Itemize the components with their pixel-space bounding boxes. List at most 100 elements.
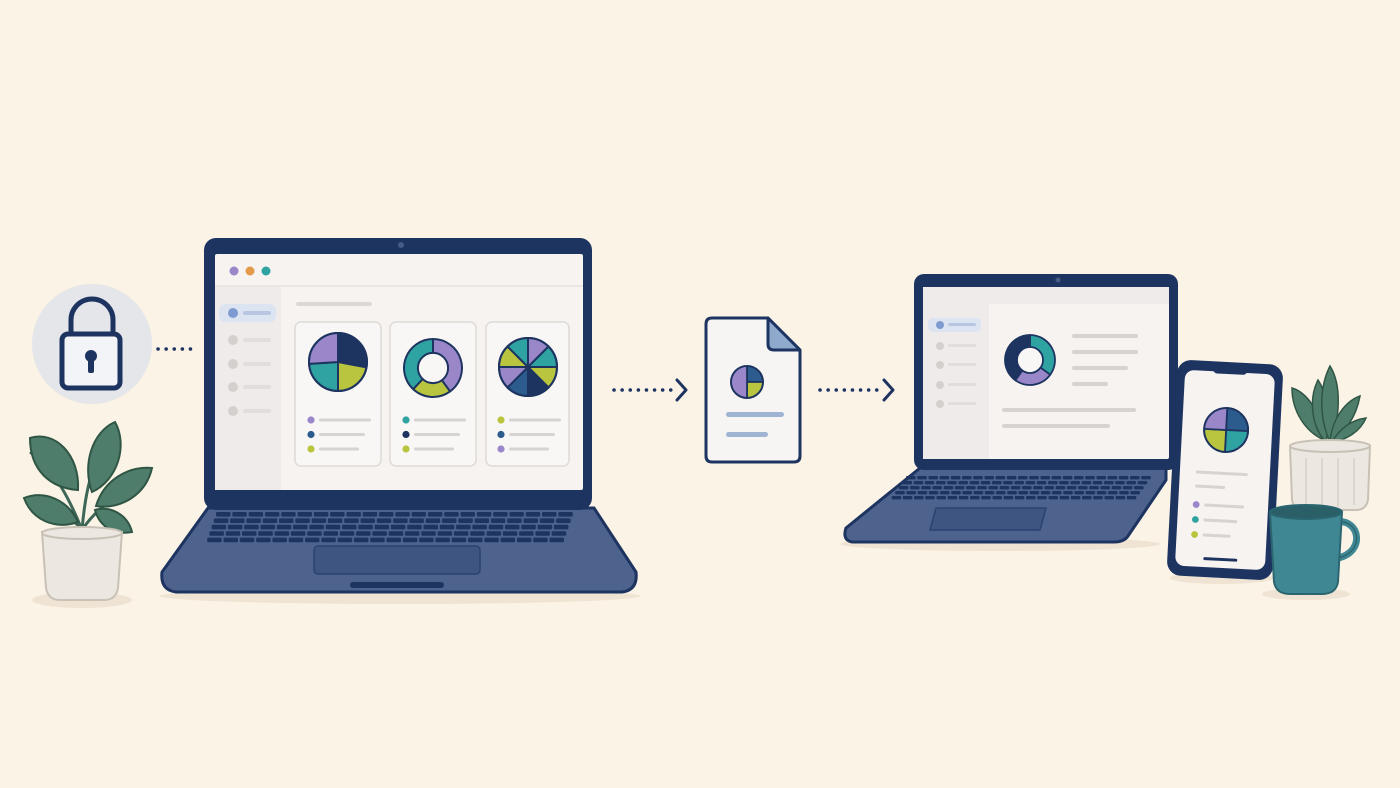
key <box>507 518 522 523</box>
key <box>330 512 345 517</box>
key <box>305 537 320 543</box>
key <box>1126 496 1137 500</box>
key <box>1074 476 1084 480</box>
key <box>551 531 567 536</box>
key <box>390 524 406 530</box>
key <box>950 476 961 480</box>
key <box>423 524 438 530</box>
donut-hole <box>1016 346 1044 374</box>
key <box>914 496 924 500</box>
key <box>1010 486 1021 490</box>
legend-dot <box>307 430 315 439</box>
trackpad <box>313 545 481 575</box>
key <box>1026 496 1036 500</box>
legend-label-placeholder <box>509 433 555 436</box>
sidebar-item[interactable] <box>936 400 976 408</box>
key <box>973 491 984 495</box>
key <box>327 518 343 523</box>
legend-label-placeholder <box>414 433 460 436</box>
key <box>409 518 424 523</box>
key <box>370 537 385 543</box>
key <box>891 496 902 500</box>
key <box>1082 496 1092 500</box>
potted-plant-icon <box>22 420 154 608</box>
key <box>947 481 957 485</box>
key <box>1022 486 1032 490</box>
key <box>947 496 958 500</box>
key <box>356 531 371 536</box>
chart-outline <box>308 332 368 392</box>
sidebar-item[interactable] <box>936 381 976 389</box>
key <box>1118 476 1129 480</box>
key <box>505 524 520 530</box>
key <box>958 496 969 500</box>
key <box>468 537 483 543</box>
key <box>1018 491 1028 495</box>
key <box>1119 491 1129 495</box>
key <box>1066 486 1077 490</box>
key <box>917 476 927 480</box>
legend-label-placeholder <box>319 433 365 436</box>
key <box>1070 481 1080 485</box>
sidebar-item[interactable] <box>228 382 271 392</box>
key <box>1029 476 1039 480</box>
key <box>509 512 524 517</box>
key <box>962 491 972 495</box>
key <box>256 537 271 543</box>
dotted-arrow-icon <box>818 378 895 402</box>
key <box>1052 491 1062 495</box>
key <box>984 491 995 495</box>
key <box>951 491 961 495</box>
key <box>216 512 231 517</box>
key <box>460 512 475 517</box>
key <box>537 524 553 530</box>
key <box>1014 481 1024 485</box>
sidebar-item[interactable] <box>228 359 271 369</box>
legend-dot <box>402 430 410 439</box>
key <box>372 531 387 536</box>
key <box>407 524 422 530</box>
key <box>346 512 361 517</box>
key <box>484 537 499 543</box>
dotted-arrow-icon <box>612 378 688 402</box>
key <box>1130 491 1140 495</box>
key <box>262 518 278 523</box>
key <box>1085 476 1095 480</box>
key <box>248 512 264 517</box>
key <box>954 486 965 490</box>
dashboard-pie-chart <box>497 337 561 453</box>
key <box>992 481 1002 485</box>
key <box>1096 491 1107 495</box>
key <box>1085 491 1096 495</box>
legend-dot <box>307 416 315 424</box>
chart-document-icon <box>704 316 802 464</box>
key <box>1048 481 1058 485</box>
key <box>493 512 508 517</box>
sidebar-item[interactable] <box>936 361 976 369</box>
key <box>502 531 518 536</box>
key <box>1107 476 1118 480</box>
legend-label-placeholder <box>1204 503 1245 509</box>
dashboard-pie-chart <box>402 338 466 453</box>
phone-pie-chart <box>1203 407 1249 453</box>
sidebar-item[interactable] <box>228 335 271 345</box>
sidebar-item[interactable] <box>228 406 271 416</box>
key <box>1003 481 1013 485</box>
key <box>274 531 290 536</box>
key <box>966 486 976 490</box>
key <box>1059 481 1069 485</box>
key <box>542 512 557 517</box>
key <box>917 491 928 495</box>
key <box>1014 496 1025 500</box>
window-control-dot <box>261 266 271 276</box>
key <box>360 518 375 523</box>
key <box>1070 496 1081 500</box>
key <box>297 512 312 517</box>
key <box>362 512 378 517</box>
sidebar-item[interactable] <box>936 342 976 350</box>
key <box>442 518 457 523</box>
key <box>437 531 453 536</box>
legend-dot <box>1191 531 1198 538</box>
legend-dot <box>1192 501 1200 508</box>
key <box>264 512 280 517</box>
